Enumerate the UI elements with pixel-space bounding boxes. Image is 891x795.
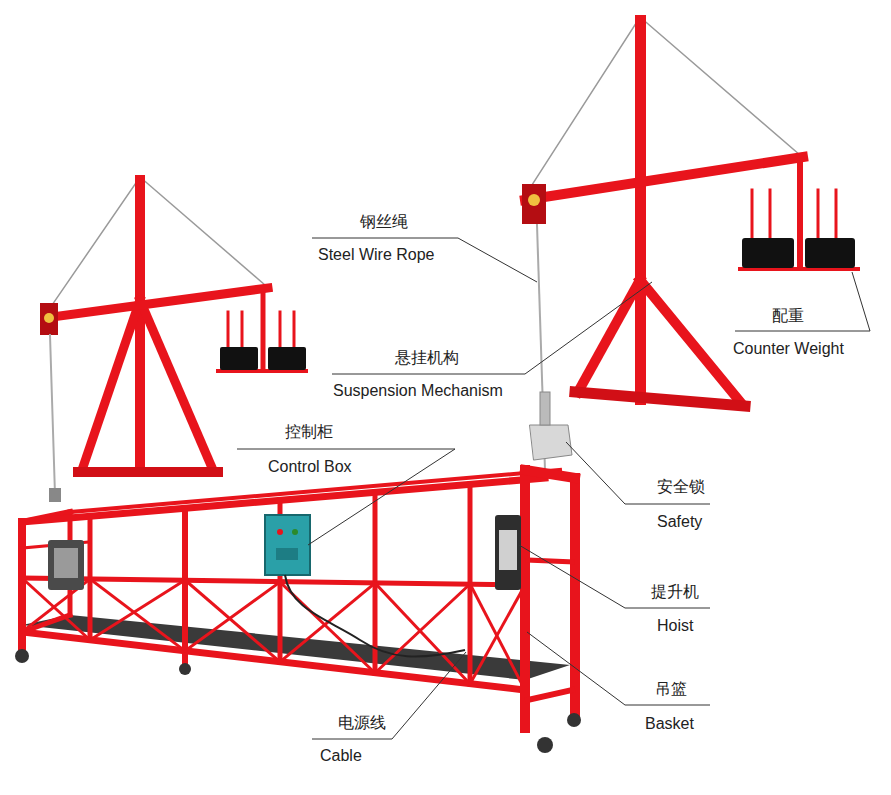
part-name-en: Control Box — [268, 458, 352, 476]
part-name-zh: 提升机 — [651, 583, 699, 601]
part-name-zh: 钢丝绳 — [360, 213, 408, 231]
equipment — [15, 515, 581, 753]
part-name-zh: 悬挂机构 — [395, 349, 459, 367]
part-name-zh: 控制柜 — [285, 423, 333, 441]
part-name-en: Suspension Mechanism — [333, 382, 503, 400]
part-name-zh: 吊篮 — [655, 680, 687, 698]
leader-lines — [237, 238, 870, 739]
right-suspension — [522, 15, 858, 470]
part-name-en: Safety — [657, 513, 702, 531]
part-name-en: Hoist — [657, 617, 693, 635]
left-suspension — [40, 175, 306, 502]
part-name-en: Counter Weight — [733, 340, 844, 358]
part-name-en: Basket — [645, 715, 694, 733]
part-name-zh: 安全锁 — [657, 478, 705, 496]
part-name-zh: 电源线 — [338, 714, 386, 732]
basket — [22, 470, 575, 728]
part-name-en: Cable — [320, 747, 362, 765]
part-name-en: Steel Wire Rope — [318, 246, 435, 264]
part-name-zh: 配重 — [772, 307, 804, 325]
